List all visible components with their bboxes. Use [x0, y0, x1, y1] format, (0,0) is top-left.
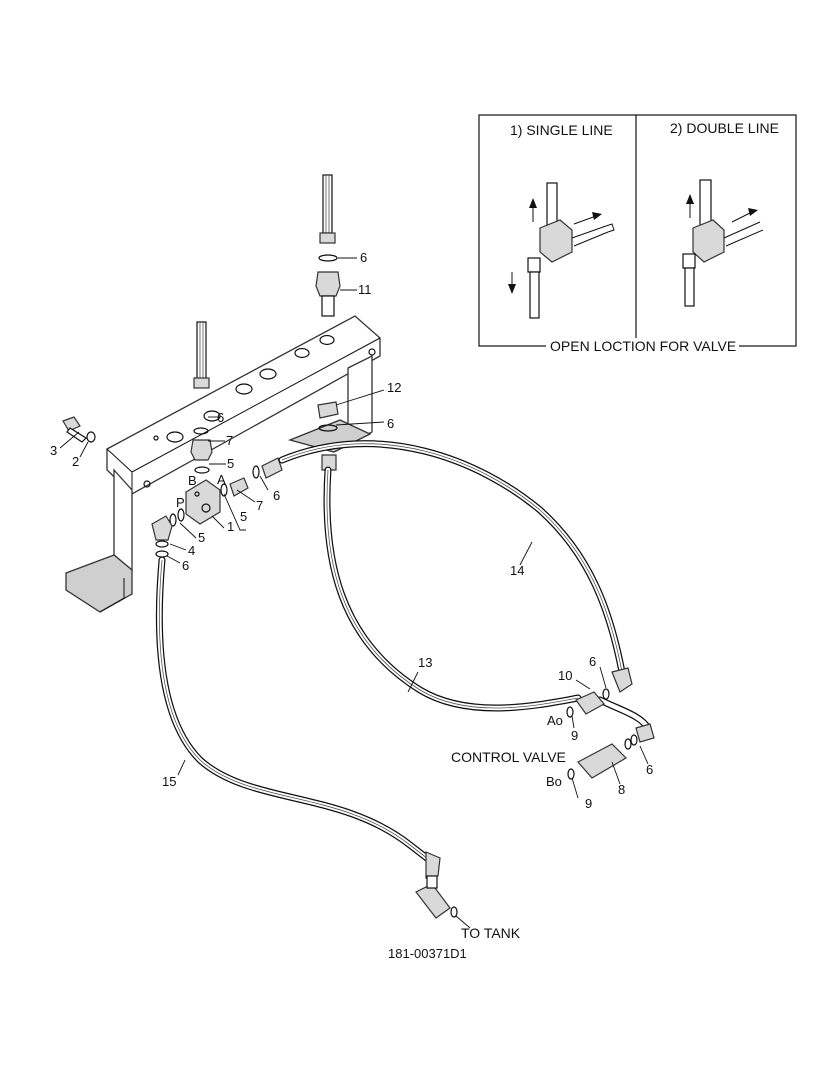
callout-5: 5 — [198, 530, 205, 545]
callout-5: 5 — [227, 456, 234, 471]
callout-6: 6 — [387, 416, 394, 431]
inset-valve-location-box: 1) SINGLE LINE 2) DOUBLE LINE OPEN LOCTI… — [478, 114, 797, 354]
callout-4: 4 — [188, 543, 195, 558]
port-label-a: A — [217, 472, 226, 487]
callout-9: 9 — [585, 796, 592, 811]
vertical-pipes-top — [190, 174, 341, 474]
callout-8: 8 — [618, 782, 625, 797]
control-valve-10 — [566, 688, 610, 718]
port-label-b: B — [188, 473, 197, 488]
callout-6: 6 — [589, 654, 596, 669]
callout-labels: 6 11 12 6 6 7 5 B A P 7 6 5 1 5 4 6 3 2 … — [50, 250, 653, 811]
inset-double-line-title: 2) DOUBLE LINE — [670, 120, 779, 136]
callout-7: 7 — [226, 433, 233, 448]
leader-lines — [59, 257, 649, 929]
callout-2: 2 — [72, 454, 79, 469]
callout-1: 1 — [227, 519, 234, 534]
callout-9: 9 — [571, 728, 578, 743]
fittings-port-p — [151, 508, 185, 558]
callout-7: 7 — [256, 498, 263, 513]
callout-13: 13 — [418, 655, 432, 670]
callout-12: 12 — [387, 380, 401, 395]
valve-block — [185, 479, 221, 525]
fittings-port-a — [220, 457, 283, 497]
callout-6: 6 — [182, 558, 189, 573]
callout-6: 6 — [360, 250, 367, 265]
callout-11: 11 — [358, 282, 372, 297]
bolt-and-washer — [62, 416, 96, 443]
inset-single-line-title: 1) SINGLE LINE — [510, 122, 613, 138]
callout-3: 3 — [50, 443, 57, 458]
hose-15 — [155, 556, 441, 879]
hose-14 — [278, 440, 633, 693]
mounting-frame — [65, 315, 381, 613]
drawing-number: 181-00371D1 — [388, 946, 467, 961]
frame-holes — [143, 334, 376, 488]
callout-6: 6 — [273, 488, 280, 503]
callout-15: 15 — [162, 774, 176, 789]
callout-14: 14 — [510, 563, 524, 578]
to-tank-label: TO TANK — [461, 925, 521, 941]
callout-10: 10 — [558, 668, 572, 683]
hose-elbow-lower-right — [596, 696, 655, 743]
control-valve-8 — [567, 734, 638, 780]
callout-5: 5 — [240, 509, 247, 524]
port-label-bo: Bo — [546, 774, 562, 789]
port-label-p: P — [176, 495, 185, 510]
fittings-right-plate — [317, 401, 339, 471]
port-label-ao: Ao — [547, 713, 563, 728]
callout-6: 6 — [646, 762, 653, 777]
double-line-valve-sketch — [682, 179, 764, 307]
control-valve-label: CONTROL VALVE — [451, 749, 566, 765]
hose-13 — [323, 466, 582, 712]
inset-caption: OPEN LOCTION FOR VALVE — [550, 338, 736, 354]
callout-6: 6 — [217, 410, 224, 425]
tank-tee-fitting — [415, 875, 458, 919]
single-line-valve-sketch — [508, 182, 615, 319]
